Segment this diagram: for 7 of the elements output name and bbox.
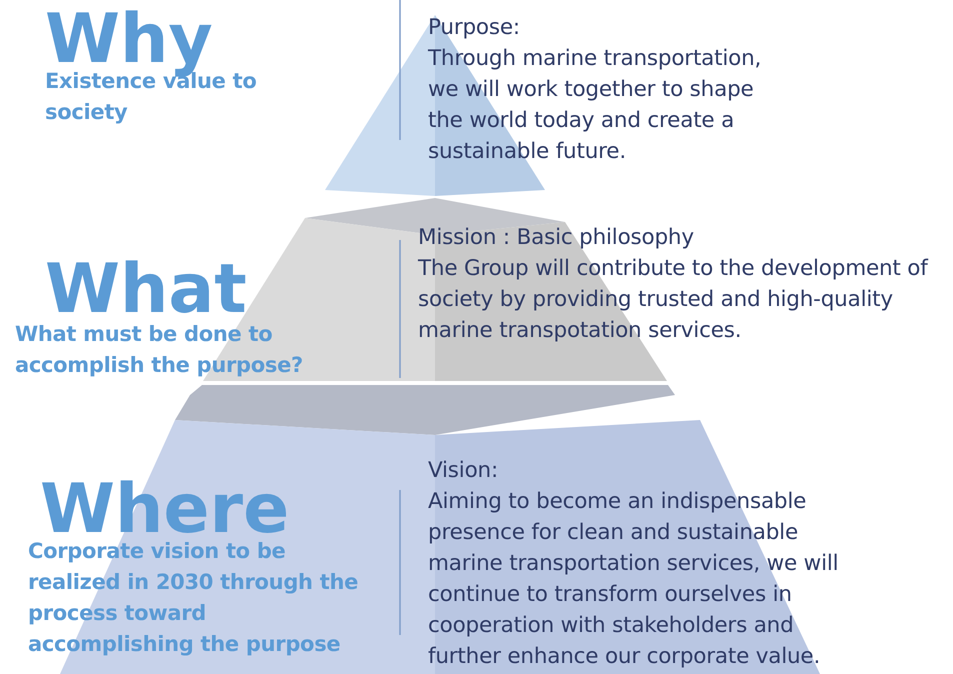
statement-text: Aiming to become an indispensable presence for clean and sustainable marine transportation services, we will continue to transform ourselves in cooperation with stakeholders and further enhance our corporate value. — [428, 488, 840, 671]
statement-text: Through marine transportation, we will work together to shape the world today and create a sustainable future. — [428, 45, 762, 166]
tier-subtitle: Corporate vision to be realized in 2030 through the process toward accomplishing the purpose — [28, 538, 360, 658]
statement-text: The Group will contribute to the development of society by providing trusted and high-quality marine transpotation services. — [418, 255, 928, 345]
statement-title: Mission : Basic philosophy — [418, 224, 694, 252]
statement-title: Purpose: — [428, 14, 520, 42]
statement-title: Vision: — [428, 457, 498, 485]
